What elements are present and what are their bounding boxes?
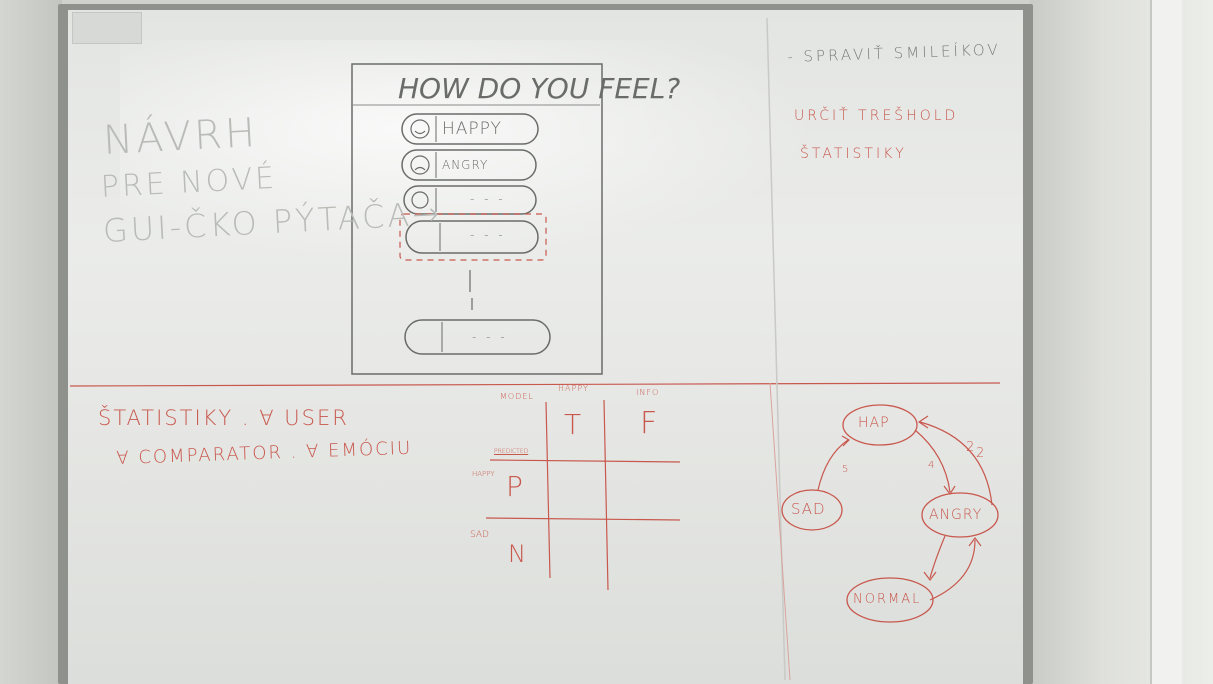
matrix-line-h1 — [489, 459, 681, 463]
gui-button-5-label: - - - — [472, 330, 508, 344]
matrix-col-label-2: INFO — [636, 388, 660, 397]
node-normal-circle — [846, 577, 934, 623]
matrix-col-label-1: HAPPY — [558, 384, 589, 393]
matrix-cell-t: T — [564, 408, 585, 441]
happy-face-icon — [410, 119, 430, 139]
wall-pillar — [1150, 0, 1182, 684]
node-hap-circle — [842, 404, 918, 446]
angry-face-icon — [410, 155, 430, 175]
gui-button-4 — [405, 220, 539, 254]
edge-angry-hap — [919, 421, 993, 506]
edge-hap-angry — [914, 429, 951, 493]
edge-sad-hap — [817, 439, 849, 491]
edge-label-sad-hap: 5 — [842, 464, 852, 475]
edge-label-extra: 2 — [976, 446, 988, 461]
vertical-divider-red — [769, 382, 791, 681]
gui-button-angry-label: ANGRY — [442, 158, 489, 172]
matrix-corner-label: MODEL — [500, 392, 534, 401]
matrix-row-label-2: SAD — [470, 530, 489, 540]
board-sticker — [72, 12, 142, 44]
matrix-cell-n: N — [508, 540, 529, 568]
edge-normal-angry — [929, 539, 976, 601]
stats-line1: ŠTATISTIKY . ∀ USER — [98, 406, 349, 430]
matrix-cell-f: F — [640, 406, 661, 441]
node-sad-circle — [781, 489, 843, 531]
gui-sketch-frame — [351, 63, 603, 375]
matrix-row-header: PREDICTED — [494, 448, 529, 455]
gui-button-happy — [401, 113, 539, 145]
gui-button-3-label: - - - — [470, 192, 506, 206]
node-hap-label: HAP — [858, 415, 890, 431]
gui-title: HOW DO YOU FEEL? — [398, 72, 681, 105]
gui-button-angry — [401, 149, 537, 181]
edge-angry-normal — [929, 535, 946, 579]
left-note-line1: NÁVRH — [102, 109, 260, 164]
matrix-line-v2 — [603, 399, 609, 591]
matrix-line-h2 — [485, 517, 681, 521]
gui-button-happy-label: HAPPY — [442, 119, 502, 139]
wall-right — [1030, 0, 1213, 684]
edge-label-angry-hap: 2 — [966, 440, 978, 455]
matrix-line-v1 — [545, 401, 551, 579]
node-angry-label: ANGRY — [929, 507, 983, 523]
gui-button-4-label: - - - — [470, 228, 506, 242]
continuation-dots — [469, 270, 473, 310]
node-angry-circle — [921, 492, 999, 538]
node-sad-label: SAD — [791, 500, 826, 518]
horizontal-divider — [69, 382, 1001, 387]
matrix-row-label-1: HAPPY — [472, 470, 495, 478]
matrix-cell-p: P — [506, 470, 526, 503]
edge-label-hap-angry: 4 — [928, 460, 938, 471]
node-normal-label: NORMAL — [853, 592, 922, 607]
vertical-divider — [766, 17, 786, 681]
wall-left — [0, 0, 62, 684]
sad-face-icon — [411, 191, 429, 209]
todo-item3: ŠTATISTIKY — [800, 146, 907, 162]
highlight-dashed-box — [399, 213, 547, 261]
gui-button-5 — [404, 319, 551, 355]
todo-item2: URČIŤ TREŠHOLD — [794, 108, 959, 124]
